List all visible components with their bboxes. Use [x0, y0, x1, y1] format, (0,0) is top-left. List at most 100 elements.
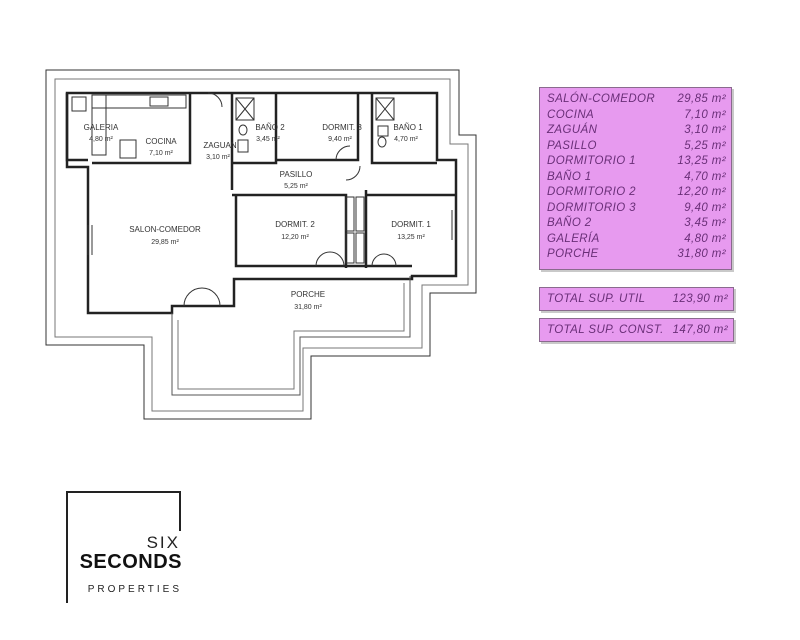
- inner-boundary: [54, 78, 469, 412]
- closet: [355, 196, 365, 232]
- wall-dormit2: [234, 195, 412, 268]
- room-area-galeria: 4,80 m²: [89, 136, 113, 143]
- area-row-value: 9,40 m²: [684, 201, 726, 214]
- area-row: BAÑO 2 3,45 m²: [540, 216, 731, 232]
- room-label-bano2: BAÑO 2: [255, 123, 285, 132]
- sink: [149, 96, 169, 107]
- area-row: PASILLO 5,25 m²: [540, 139, 731, 155]
- area-row-value: 13,25 m²: [677, 155, 726, 167]
- outer-boundary: [45, 69, 477, 420]
- room-area-porche: 31,80 m²: [294, 304, 322, 311]
- shower: [235, 97, 255, 121]
- area-row: DORMITORIO 2 12,20 m²: [540, 185, 731, 201]
- wall-cocina: [92, 93, 192, 165]
- room-area-dormit2: 12,20 m²: [281, 234, 309, 241]
- area-row: BAÑO 1 4,70 m²: [540, 170, 731, 186]
- total-const-value: 147,80 m²: [672, 324, 728, 336]
- logo-properties: PROPERTIES: [87, 584, 182, 595]
- area-row: SALÓN-COMEDOR 29,85 m²: [540, 92, 731, 108]
- porch-railing-inner: [177, 283, 405, 390]
- room-label-dormit3: DORMIT. 3: [322, 123, 362, 132]
- area-row-value: 3,45 m²: [684, 217, 726, 229]
- logo-frame: [66, 491, 68, 603]
- shower-x: [235, 97, 255, 121]
- room-area-pasillo: 5,25 m²: [284, 183, 308, 190]
- area-row-value: 29,85 m²: [677, 93, 726, 105]
- area-row-name: ZAGUÁN: [547, 124, 598, 136]
- washbasin: [237, 139, 249, 153]
- door-pasillo: [345, 165, 361, 181]
- washbasin: [377, 125, 389, 137]
- wall-dormit3: [276, 93, 360, 162]
- window: [87, 225, 93, 255]
- area-row-value: 5,25 m²: [684, 139, 726, 152]
- door-dormit3: [335, 145, 351, 161]
- shower-x: [375, 97, 395, 121]
- area-row-name: DORMITORIO 3: [547, 201, 636, 214]
- area-row-name: PASILLO: [547, 139, 597, 152]
- logo-frame: [66, 491, 181, 493]
- area-row: ZAGUÁN 3,10 m²: [540, 123, 731, 139]
- porch-railing: [171, 276, 411, 396]
- room-area-salon: 29,85 m²: [151, 239, 179, 246]
- total-util-box: TOTAL SUP. UTIL 123,90 m²: [539, 287, 734, 311]
- closet: [355, 232, 365, 264]
- area-row-name: BAÑO 1: [547, 170, 592, 183]
- area-row-value: 4,80 m²: [684, 232, 726, 245]
- area-row: DORMITORIO 3 9,40 m²: [540, 201, 731, 217]
- area-row-name: PORCHE: [547, 248, 599, 260]
- area-row-value: 7,10 m²: [684, 108, 726, 121]
- room-area-dormit1: 13,25 m²: [397, 234, 425, 241]
- room-area-zaguan: 3,10 m²: [206, 154, 230, 161]
- room-label-dormit2: DORMIT. 2: [275, 220, 315, 229]
- six-seconds-logo: SIX SECONDS PROPERTIES: [66, 491, 186, 606]
- area-row: COCINA 7,10 m²: [540, 108, 731, 124]
- room-label-zaguan: ZAGUAN: [203, 141, 237, 150]
- logo-six: SIX: [146, 533, 180, 552]
- room-label-porche: PORCHE: [291, 290, 325, 299]
- area-row-name: BAÑO 2: [547, 217, 592, 229]
- area-row-name: SALÓN-COMEDOR: [547, 93, 656, 105]
- area-row-value: 31,80 m²: [677, 248, 726, 260]
- area-row-name: COCINA: [547, 108, 595, 121]
- wall-bano2: [232, 93, 278, 165]
- kitchen-counter: [91, 94, 107, 156]
- closet: [345, 196, 355, 232]
- toilet: [238, 124, 248, 136]
- area-row-value: 4,70 m²: [684, 170, 726, 183]
- total-util-label: TOTAL SUP. UTIL: [547, 293, 646, 305]
- door-salon: [183, 287, 221, 307]
- room-label-salon: SALON-COMEDOR: [129, 225, 201, 234]
- appliance: [119, 139, 137, 159]
- door-zaguan: [207, 92, 223, 108]
- logo-seconds: SECONDS: [79, 551, 182, 573]
- wall-dormit1: [364, 190, 456, 268]
- area-row-value: 3,10 m²: [684, 124, 726, 136]
- door-dormit1: [371, 253, 397, 267]
- area-row: DORMITORIO 1 13,25 m²: [540, 154, 731, 170]
- wall-pasillo: [232, 193, 348, 268]
- toilet: [377, 136, 387, 148]
- closet: [345, 232, 355, 264]
- area-row-name: GALERÍA: [547, 232, 600, 245]
- window: [451, 210, 457, 240]
- room-label-galeria: GALERIA: [84, 123, 119, 132]
- wall-galeria: [65, 93, 88, 162]
- total-const-box: TOTAL SUP. CONST. 147,80 m²: [539, 318, 734, 342]
- door-dormit2: [315, 251, 345, 267]
- room-area-bano1: 4,70 m²: [394, 136, 418, 143]
- shower: [375, 97, 395, 121]
- room-area-bano2: 3,45 m²: [256, 136, 280, 143]
- room-label-cocina: COCINA: [145, 137, 177, 146]
- total-const-label: TOTAL SUP. CONST.: [547, 324, 664, 336]
- room-area-cocina: 7,10 m²: [149, 150, 173, 157]
- area-row: PORCHE 31,80 m²: [540, 247, 731, 263]
- wall-bano1: [370, 93, 437, 165]
- area-row-name: DORMITORIO 1: [547, 155, 636, 167]
- area-row-name: DORMITORIO 2: [547, 186, 636, 198]
- area-row-value: 12,20 m²: [677, 186, 726, 198]
- total-util-value: 123,90 m²: [672, 293, 728, 305]
- room-label-dormit1: DORMIT. 1: [391, 220, 431, 229]
- area-table: SALÓN-COMEDOR 29,85 m² COCINA 7,10 m² ZAGUÁN…: [539, 87, 732, 270]
